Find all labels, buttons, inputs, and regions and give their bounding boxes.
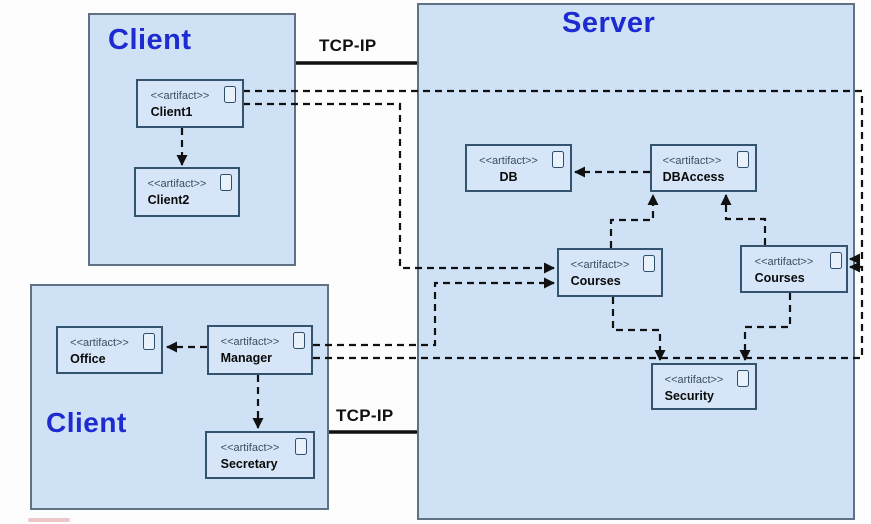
artifact-dbaccess: <<artifact>> DBAccess: [650, 144, 757, 192]
document-icon: [737, 151, 749, 168]
document-icon: [143, 333, 155, 350]
artifact-stereotype: <<artifact>>: [664, 374, 724, 386]
artifact-db: <<artifact>> DB: [465, 144, 572, 192]
artifact-stereotype: <<artifact>>: [70, 337, 129, 349]
artifact-name: DBAccess: [662, 170, 725, 184]
document-icon: [643, 255, 655, 272]
node-title-client-bottom: Client: [46, 407, 127, 438]
artifact-name: Security: [664, 389, 714, 403]
artifact-stereotype: <<artifact>>: [150, 90, 210, 102]
document-icon: [293, 332, 305, 349]
document-icon: [552, 151, 564, 168]
artifact-courses-left: <<artifact>> Courses: [557, 248, 663, 297]
artifact-stereotype: <<artifact>>: [220, 442, 280, 454]
document-icon: [220, 174, 232, 191]
artifact-name: Courses: [754, 271, 805, 285]
tcp-ip-label-top: TCP-IP: [319, 36, 377, 55]
artifact-name: Client1: [150, 105, 193, 119]
artifact-manager: <<artifact>> Manager: [207, 325, 313, 375]
artifact-security: <<artifact>> Security: [651, 363, 757, 410]
artifact-stereotype: <<artifact>>: [147, 178, 207, 190]
node-title-client-top: Client: [108, 24, 192, 56]
artifact-client2: <<artifact>> Client2: [134, 167, 240, 217]
video-progress-smudge: [28, 518, 70, 522]
artifact-courses-right: <<artifact>> Courses: [740, 245, 848, 293]
document-icon: [295, 438, 307, 455]
artifact-name: Client2: [147, 193, 190, 207]
tcp-ip-label-bottom: TCP-IP: [336, 406, 394, 425]
artifact-name: Courses: [570, 274, 621, 288]
artifact-name: Manager: [220, 351, 273, 365]
artifact-stereotype: <<artifact>>: [662, 155, 722, 167]
document-icon: [224, 86, 236, 103]
artifact-name: Secretary: [220, 457, 278, 471]
artifact-office: <<artifact>> Office: [56, 326, 163, 374]
document-icon: [737, 370, 749, 387]
artifact-stereotype: <<artifact>>: [479, 155, 538, 167]
artifact-name: DB: [499, 170, 518, 184]
artifact-secretary: <<artifact>> Secretary: [205, 431, 315, 479]
artifact-client1: <<artifact>> Client1: [136, 79, 244, 128]
artifact-stereotype: <<artifact>>: [220, 336, 280, 348]
artifact-stereotype: <<artifact>>: [754, 256, 814, 268]
artifact-name: Office: [70, 352, 106, 366]
document-icon: [830, 252, 842, 269]
node-title-server: Server: [562, 7, 656, 39]
artifact-stereotype: <<artifact>>: [570, 259, 630, 271]
